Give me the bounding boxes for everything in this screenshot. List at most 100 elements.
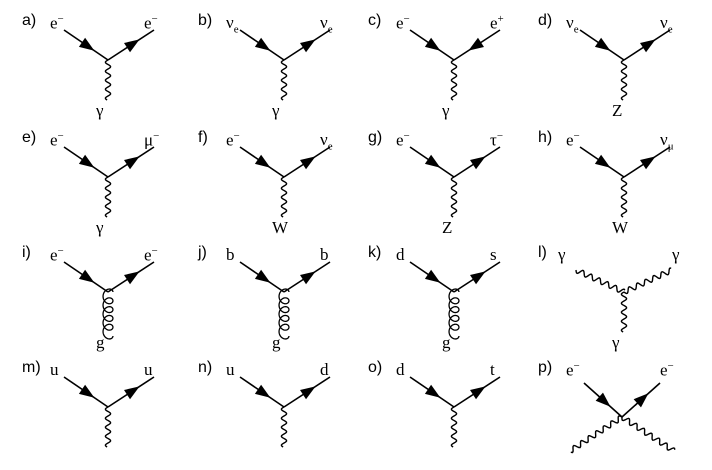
boson-line <box>104 59 112 101</box>
arrow-head <box>470 386 486 400</box>
arrow-head <box>254 154 271 168</box>
outgoing-particle-label: e− <box>660 360 674 380</box>
boson-line <box>104 176 112 218</box>
boson-line <box>621 416 676 451</box>
arrow-head <box>78 384 95 398</box>
diagram-svg <box>579 29 671 101</box>
boson-label: g <box>272 333 281 352</box>
diagram-tag: c) <box>368 12 382 29</box>
arrow-head <box>468 37 484 51</box>
diagram-svg <box>239 261 331 340</box>
feynman-diagram: j) b b g <box>192 240 362 352</box>
outgoing-particle-label: νμ <box>660 130 674 153</box>
arrow-head <box>640 39 656 53</box>
diagram-tag: j) <box>198 244 207 261</box>
incoming-particle-label: b <box>226 245 235 264</box>
diagram-svg <box>409 261 501 340</box>
outgoing-particle-label: e− <box>144 13 158 33</box>
boson-label: Z <box>612 101 623 120</box>
outgoing-particle-label: t <box>490 360 495 379</box>
incoming-particle-label: νe <box>226 13 239 36</box>
boson-label: γ <box>442 101 450 120</box>
boson-label: γ <box>272 101 280 120</box>
boson-label: W <box>272 218 289 237</box>
arrow-head <box>470 156 486 170</box>
diagram-svg <box>63 146 155 218</box>
diagram-svg <box>63 261 155 340</box>
outgoing-particle-label: b <box>320 245 329 264</box>
feynman-diagram: e)e−μ−γ <box>16 125 186 237</box>
arrow-head <box>124 386 140 400</box>
photon-line <box>575 269 626 293</box>
arrow-head <box>124 156 140 170</box>
diagram-tag: a) <box>22 12 37 29</box>
feynman-diagram: c)e−e+γ <box>362 8 532 120</box>
arrow-head <box>594 37 611 51</box>
incoming-particle-label: u <box>50 360 59 379</box>
feynman-diagram: b) νe νe γ <box>192 8 362 120</box>
diagram-tag: f) <box>198 129 208 146</box>
diagram-svg <box>409 376 501 448</box>
arrow-head <box>470 271 486 285</box>
arrow-head <box>78 37 95 51</box>
arrow-head <box>640 156 656 170</box>
arrow-head <box>300 156 316 170</box>
arrow-head <box>124 271 140 285</box>
diagram-svg <box>239 29 331 101</box>
boson-label: γ <box>96 101 104 120</box>
arrow-head <box>300 39 316 53</box>
boson-line <box>280 406 288 448</box>
boson-line <box>450 176 458 218</box>
photon-line <box>623 267 672 295</box>
outgoing-particle-label: νe <box>320 13 333 36</box>
feynman-diagram: a) e− e− γ <box>16 8 186 120</box>
incoming-particle-label: d <box>396 245 405 264</box>
boson-line <box>620 59 628 101</box>
incoming-particle-label: e− <box>50 13 64 33</box>
diagram-tag: o) <box>368 359 383 376</box>
gluon-line <box>278 288 290 340</box>
arrow-head <box>424 384 441 398</box>
incoming-particle-label: e− <box>566 360 580 380</box>
arrow-head <box>633 393 649 408</box>
arrow-head <box>78 154 95 168</box>
diagram-tag: i) <box>22 244 31 261</box>
feynman-diagram: i)e−e−g <box>16 240 186 352</box>
diagram-svg <box>579 146 671 218</box>
incoming-particle-label: e− <box>396 13 410 33</box>
boson-label: γ <box>96 218 104 237</box>
arrow-head <box>254 269 271 283</box>
diagram-tag: b) <box>198 12 213 29</box>
outgoing-particle-label: νe <box>320 130 333 153</box>
incoming-particle-label: e− <box>396 130 410 150</box>
boson-label: γ <box>612 333 620 352</box>
boson-line <box>450 406 458 448</box>
incoming-particle-label: γ <box>558 245 566 264</box>
arrow-head <box>254 384 271 398</box>
outgoing-particle-label: τ− <box>490 130 504 150</box>
incoming-particle-label: νe <box>566 13 579 36</box>
arrow-head <box>595 392 611 407</box>
diagram-svg <box>63 29 155 101</box>
incoming-particle-label: e− <box>50 130 64 150</box>
feynman-diagram: p)e−e− <box>532 355 702 465</box>
feynman-diagram: g)e−τ−Z <box>362 125 532 237</box>
boson-line <box>280 176 288 218</box>
arrow-head <box>254 37 271 51</box>
boson-line <box>450 59 458 101</box>
diagram-svg <box>63 376 155 448</box>
diagram-tag: k) <box>368 244 382 261</box>
boson-label: g <box>96 333 105 352</box>
boson-label: Z <box>442 218 453 237</box>
diagram-svg <box>239 146 331 218</box>
diagram-tag: l) <box>538 244 547 261</box>
gluon-line <box>448 288 460 340</box>
boson-line <box>570 415 623 454</box>
outgoing-particle-label: μ− <box>144 130 160 150</box>
